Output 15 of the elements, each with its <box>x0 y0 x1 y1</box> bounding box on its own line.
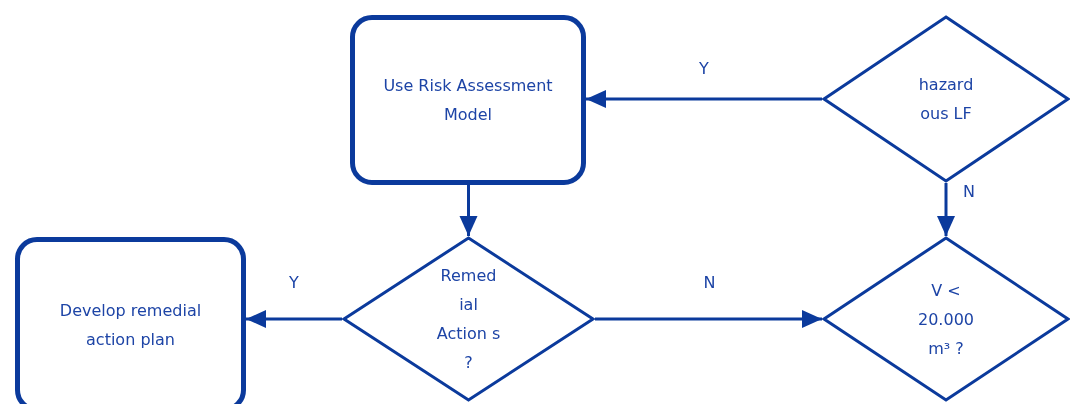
arrow <box>586 90 822 108</box>
arrow <box>246 310 342 328</box>
node-label: Develop remedial action plan <box>58 299 203 351</box>
node-label: Remed ial Action s ? <box>436 265 501 374</box>
arrow <box>459 185 478 236</box>
arrow <box>595 310 822 328</box>
node-label: hazard ous LF <box>917 74 975 125</box>
decision-diamond <box>822 236 1070 402</box>
node-label: Use Risk Assessment Model <box>383 75 553 126</box>
process-box <box>350 15 586 185</box>
node-label: V < 20.000 m³ ? <box>917 279 975 360</box>
arrow <box>937 183 955 236</box>
decision-diamond <box>822 15 1070 183</box>
process-box <box>15 237 246 404</box>
decision-diamond <box>342 236 595 402</box>
